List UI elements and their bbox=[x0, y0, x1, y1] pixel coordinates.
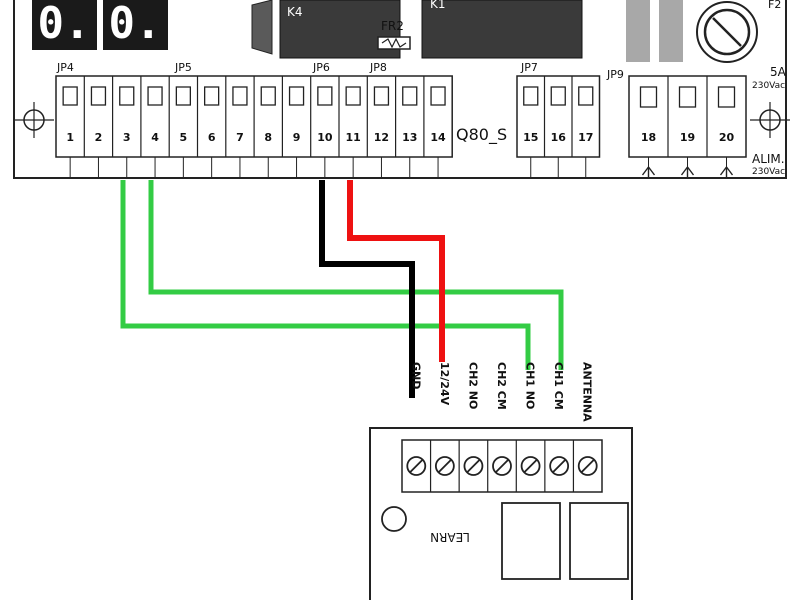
receiver-terminal-labels: GND 12/24V CH2 NO CH2 CM CH1 NO CH1 CM ANTENNA bbox=[409, 362, 593, 422]
terminal-screw-20 bbox=[717, 86, 736, 108]
relay-k1: K1 bbox=[421, 0, 583, 59]
receiver-relay-2 bbox=[569, 502, 629, 580]
terminal-screw-19 bbox=[678, 86, 697, 108]
terminal-screw-6 bbox=[203, 86, 220, 106]
receiver-label-gnd: GND bbox=[409, 362, 422, 389]
terminal-number-18: 18 bbox=[641, 131, 656, 144]
varistor-label: FR2 bbox=[381, 19, 404, 33]
terminal-screw-10 bbox=[317, 86, 333, 106]
fuse-f2: F2 bbox=[626, 0, 781, 63]
terminal-number-14: 14 bbox=[430, 131, 446, 144]
terminal-screw-2 bbox=[90, 86, 107, 106]
terminal-screw-11 bbox=[345, 86, 361, 106]
terminal-number-9: 9 bbox=[293, 131, 301, 144]
display-digit-2: 0. bbox=[109, 0, 162, 49]
terminal-screw-12 bbox=[373, 86, 390, 106]
mounting-hole-right bbox=[750, 102, 790, 138]
terminal-screw-15 bbox=[523, 86, 539, 106]
terminal-screw-7 bbox=[232, 86, 248, 106]
jumper-jp4: JP4 bbox=[56, 61, 74, 74]
receiver-relay-1 bbox=[501, 502, 561, 580]
terminal-number-8: 8 bbox=[264, 131, 272, 144]
terminal-number-12: 12 bbox=[374, 131, 389, 144]
receiver-label-ch1-cm: CH1 CM bbox=[552, 362, 565, 410]
receiver-label-ch1-no: CH1 NO bbox=[524, 362, 537, 409]
wire-red-11-to-power bbox=[347, 180, 445, 362]
receiver-terminal-block bbox=[406, 440, 598, 492]
jumper-jp9: JP9 bbox=[606, 68, 624, 81]
terminal-block-power: 18 19 20 bbox=[628, 75, 747, 178]
terminal-screw-16 bbox=[550, 86, 566, 106]
power-voltage: 230Vac bbox=[752, 167, 785, 177]
controller-board: 0. 0. K4 FR2 K1 F2 JP bbox=[13, 0, 790, 179]
terminal-screw-13 bbox=[402, 86, 418, 106]
wire-green-4-to-ch1-cm bbox=[148, 180, 564, 370]
terminal-number-6: 6 bbox=[208, 131, 216, 144]
fuse-label: F2 bbox=[768, 0, 781, 11]
terminal-number-3: 3 bbox=[123, 131, 131, 144]
learn-led bbox=[381, 506, 407, 532]
wires bbox=[120, 180, 564, 398]
jumper-jp5: JP5 bbox=[174, 61, 192, 74]
seven-segment-display: 0. 0. bbox=[32, 0, 168, 50]
varistor-fr2: FR2 bbox=[377, 19, 411, 50]
terminal-screw-1 bbox=[62, 86, 78, 106]
receiver-label-ch2-cm: CH2 CM bbox=[495, 362, 508, 410]
terminal-screw-14 bbox=[430, 86, 446, 106]
receiver-label-12-24v: 12/24V bbox=[438, 362, 451, 406]
terminal-number-5: 5 bbox=[180, 131, 188, 144]
jumper-jp7: JP7 bbox=[520, 61, 538, 74]
terminal-number-4: 4 bbox=[151, 131, 159, 144]
terminal-screw-4 bbox=[147, 86, 163, 106]
terminal-number-11: 11 bbox=[345, 131, 360, 144]
terminal-number-7: 7 bbox=[236, 131, 244, 144]
terminal-screw-3 bbox=[119, 86, 135, 106]
terminal-screw-18 bbox=[639, 86, 658, 108]
terminal-number-20: 20 bbox=[719, 131, 735, 144]
learn-label: LEARN bbox=[430, 530, 470, 544]
terminal-screw-17 bbox=[578, 86, 594, 106]
terminal-number-2: 2 bbox=[95, 131, 103, 144]
receiver-label-antenna: ANTENNA bbox=[581, 362, 594, 422]
receiver-module: GND 12/24V CH2 NO CH2 CM CH1 NO CH1 CM ANTENNA… bbox=[369, 362, 633, 600]
terminal-screw-8 bbox=[260, 86, 276, 106]
terminal-screw-9 bbox=[288, 86, 305, 106]
jumper-jp6: JP6 bbox=[312, 61, 330, 74]
terminal-number-19: 19 bbox=[680, 131, 695, 144]
fuse-voltage: 230Vac bbox=[752, 81, 785, 91]
wire-black-10-to-gnd bbox=[319, 180, 415, 398]
terminal-block-mid: 15 16 17 bbox=[516, 75, 601, 178]
terminal-number-15: 15 bbox=[523, 131, 538, 144]
terminal-number-1: 1 bbox=[66, 131, 74, 144]
fuse-rating: 5A bbox=[770, 65, 787, 79]
power-label: ALIM. bbox=[752, 152, 785, 166]
terminal-number-17: 17 bbox=[578, 131, 593, 144]
terminal-number-16: 16 bbox=[551, 131, 567, 144]
mounting-hole-left bbox=[14, 102, 54, 138]
model-label: Q80_S bbox=[456, 125, 507, 145]
relay-k1-label: K1 bbox=[430, 0, 446, 11]
relay-k4-label: K4 bbox=[287, 5, 303, 19]
jumper-jp8: JP8 bbox=[369, 61, 387, 74]
terminal-number-13: 13 bbox=[402, 131, 417, 144]
terminal-number-10: 10 bbox=[317, 131, 333, 144]
receiver-label-ch2-no: CH2 NO bbox=[466, 362, 479, 409]
wire-green-3-to-ch1-no bbox=[120, 180, 531, 370]
display-digit-1: 0. bbox=[38, 0, 91, 49]
terminal-screw-5 bbox=[175, 86, 192, 106]
